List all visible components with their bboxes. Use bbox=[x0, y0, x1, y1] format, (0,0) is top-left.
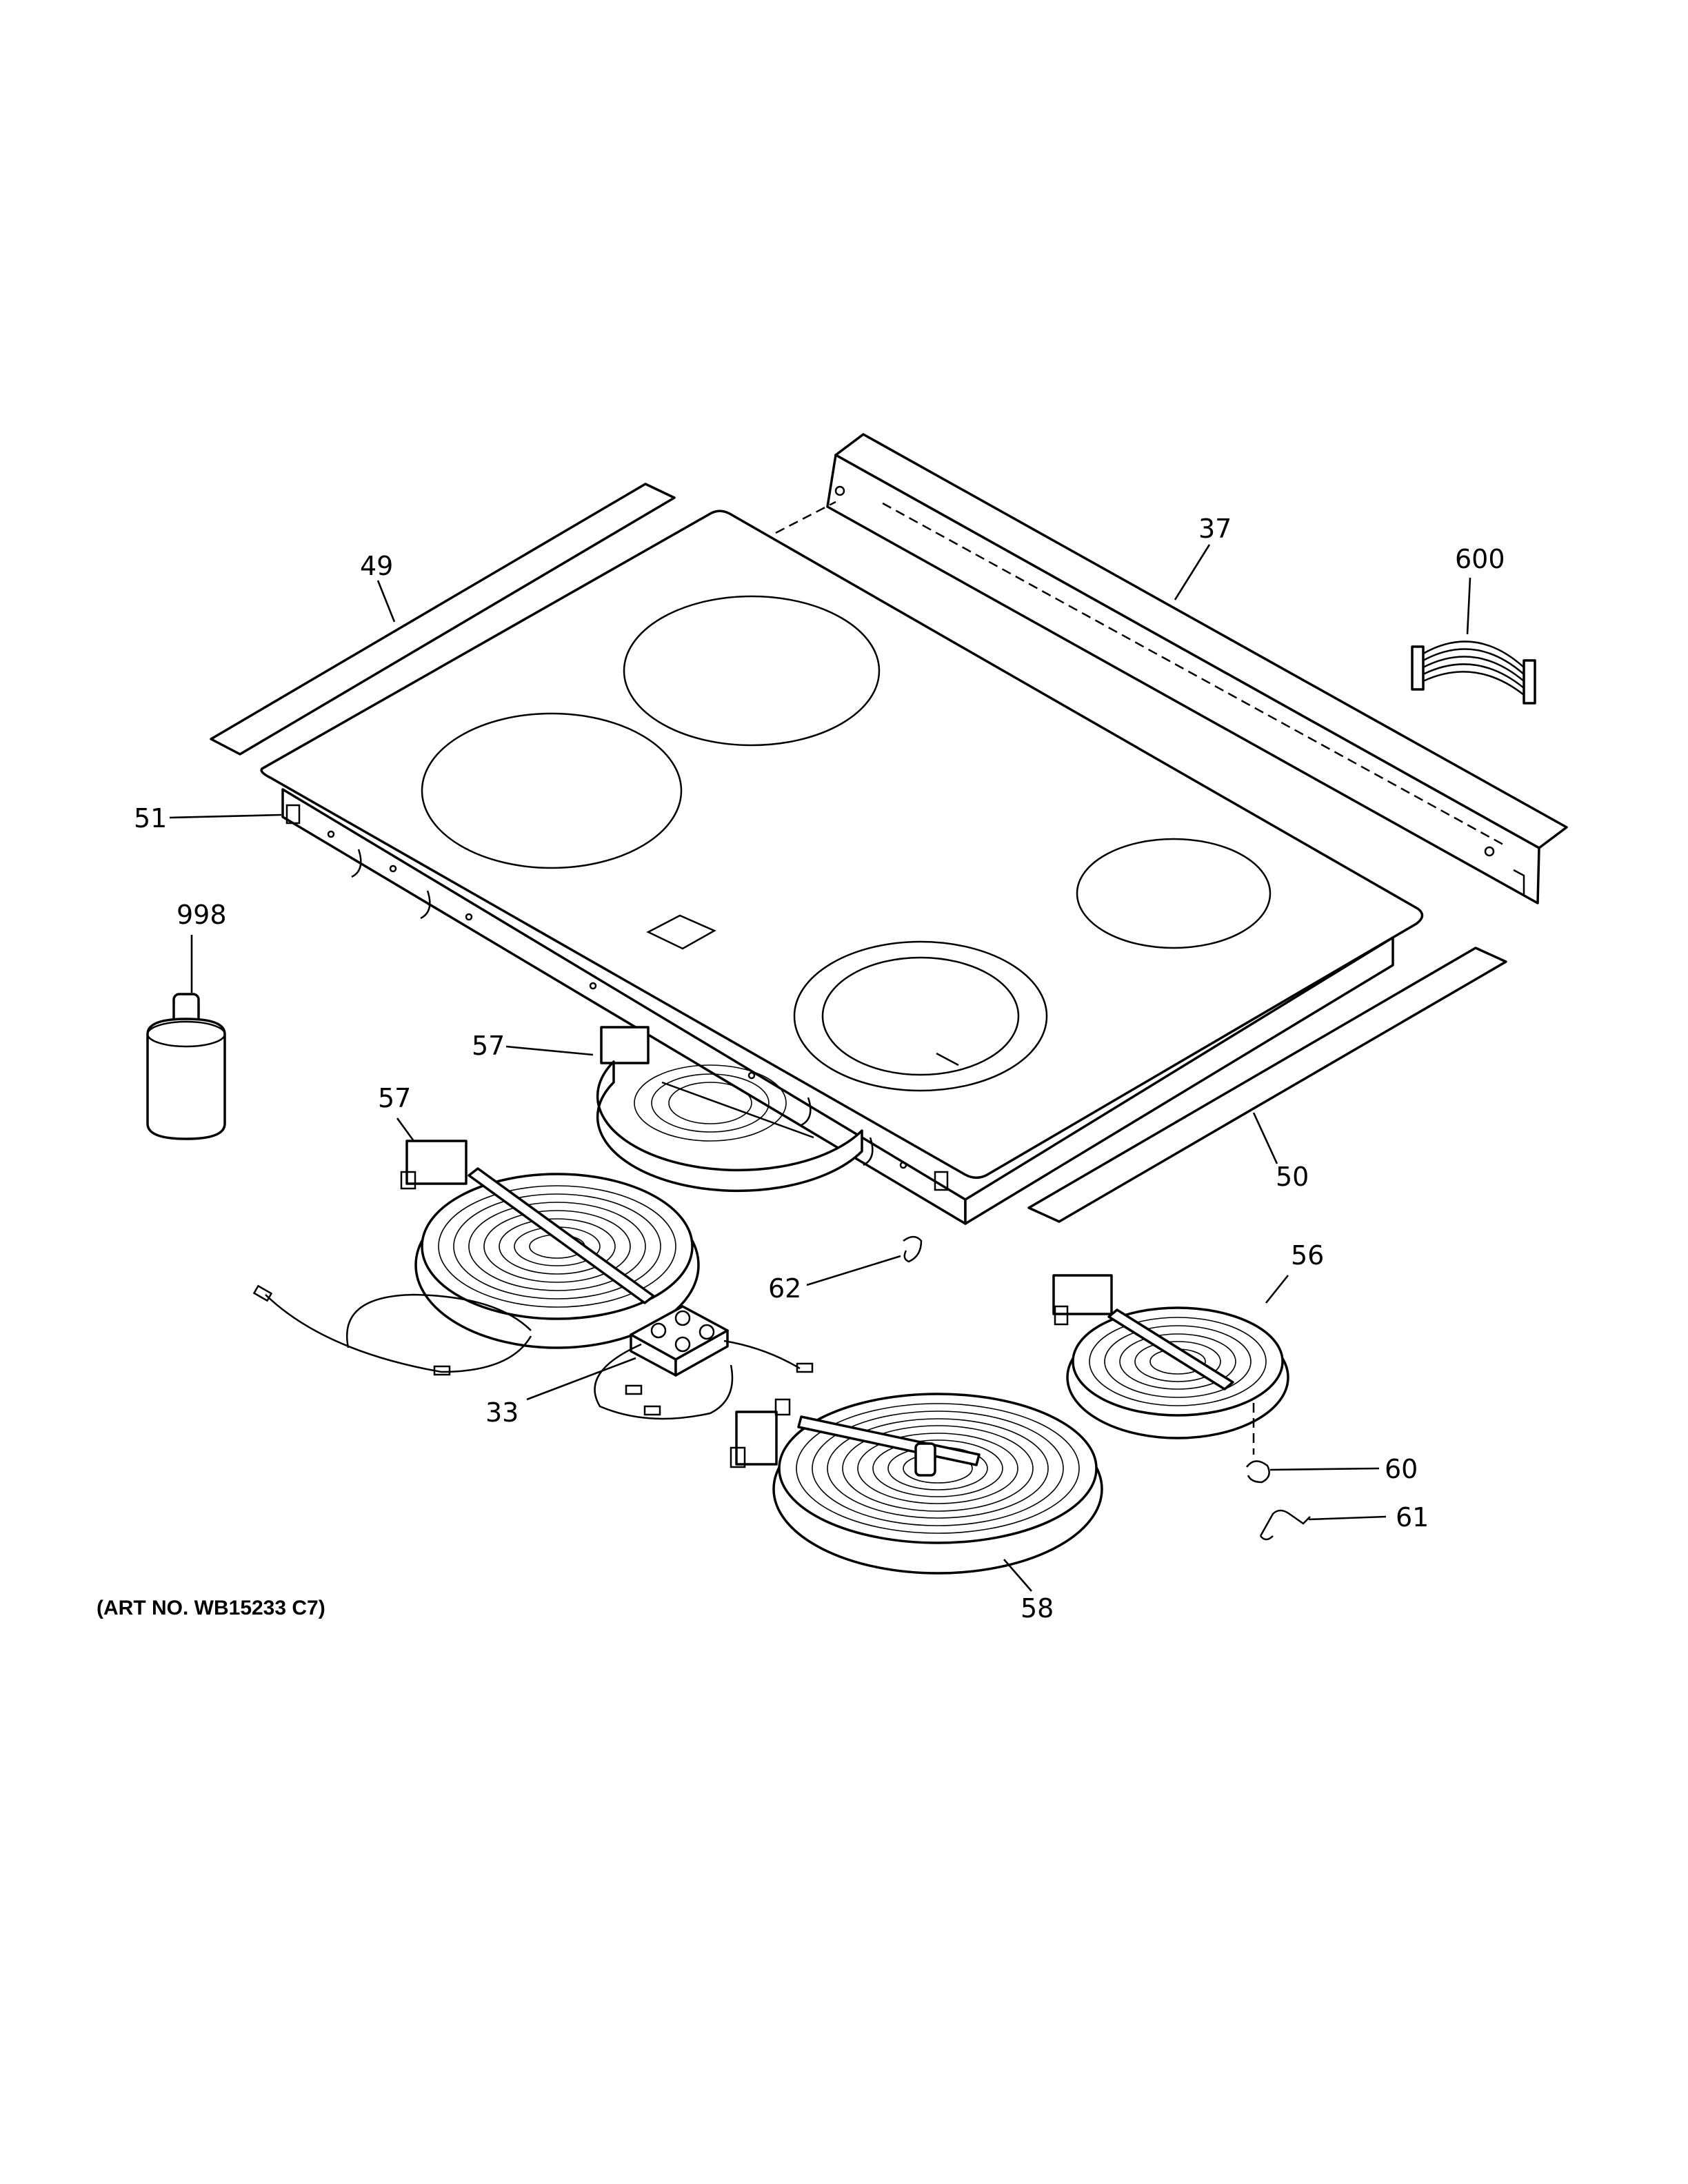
radiant-element-56[interactable] bbox=[1052, 1274, 1289, 1439]
trim-strip-50[interactable] bbox=[1027, 947, 1507, 1223]
radiant-element-57-rear[interactable] bbox=[596, 1026, 863, 1193]
callout-57-front: 57 bbox=[378, 1083, 411, 1113]
callout-33: 33 bbox=[485, 1397, 519, 1428]
callout-60: 60 bbox=[1385, 1454, 1418, 1484]
trim-strip-49[interactable] bbox=[210, 483, 676, 756]
callout-57-rear: 57 bbox=[472, 1031, 505, 1061]
retaining-clip-60[interactable] bbox=[1246, 1403, 1270, 1484]
callout-37: 37 bbox=[1198, 514, 1232, 544]
glass-cooktop-51[interactable] bbox=[260, 509, 1424, 1225]
clip-62[interactable] bbox=[903, 1235, 923, 1263]
art-number: (ART NO. WB15233 C7) bbox=[97, 1597, 325, 1619]
callout-56: 56 bbox=[1291, 1240, 1324, 1271]
callout-50: 50 bbox=[1276, 1162, 1309, 1192]
callout-labels: 49 37 600 51 998 57 57 50 56 62 33 60 61… bbox=[134, 514, 1505, 1624]
callout-998: 998 bbox=[177, 900, 227, 930]
callout-600: 600 bbox=[1455, 544, 1505, 574]
callout-62: 62 bbox=[768, 1273, 801, 1304]
leader-lines bbox=[169, 544, 1471, 1592]
bracket-61[interactable] bbox=[1259, 1509, 1311, 1541]
callout-58: 58 bbox=[1021, 1593, 1054, 1624]
callout-61: 61 bbox=[1396, 1502, 1429, 1533]
callout-51: 51 bbox=[134, 803, 167, 833]
rear-vent-trim-37[interactable] bbox=[826, 433, 1568, 904]
radiant-element-57-front[interactable] bbox=[400, 1140, 700, 1349]
callout-49: 49 bbox=[360, 551, 393, 581]
terminal-block-33[interactable] bbox=[252, 1284, 814, 1420]
wire-harness-600[interactable] bbox=[1411, 640, 1536, 705]
radiant-element-58[interactable] bbox=[730, 1393, 1103, 1575]
cleaner-bottle-998[interactable] bbox=[146, 993, 226, 1140]
alignment-line bbox=[775, 501, 836, 534]
